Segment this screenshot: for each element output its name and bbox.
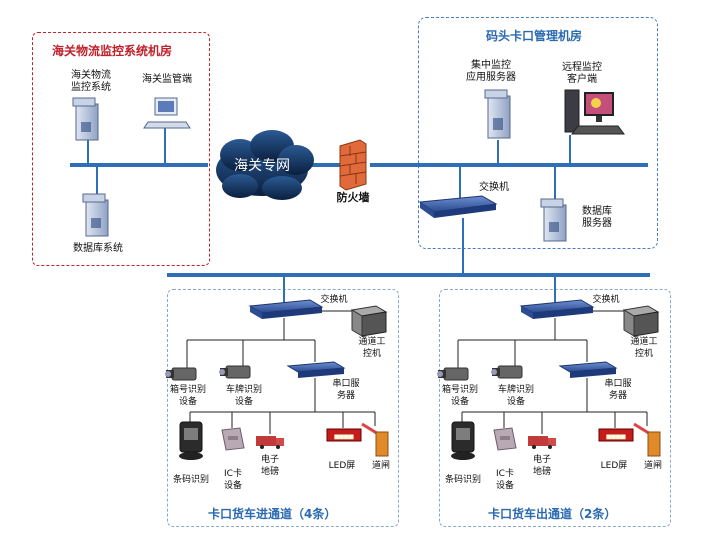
- database-system-server-icon: [82, 193, 109, 237]
- lane-in-ic-card-icon: [221, 427, 245, 451]
- lane-out-box-camera-icon: [437, 367, 469, 381]
- lane-in-box-id-label: 箱号识别 设备: [169, 385, 206, 407]
- database-system-label: 数据库系统: [73, 243, 123, 254]
- lane-out-ic-card-icon: [493, 427, 517, 451]
- lane-out-plate-id-label: 车牌识别 设备: [497, 385, 534, 407]
- dock-room-title: 码头卡口管理机房: [486, 29, 583, 43]
- lane-in-scale-truck-icon: [256, 436, 284, 449]
- firewall-label: 防火墙: [336, 191, 370, 204]
- lane-wires: [186, 310, 648, 434]
- customs-room-box: [32, 32, 210, 266]
- lane-in-control-pc-label: 通道工 控机: [358, 337, 386, 359]
- lane-out-scale-truck-icon: [528, 436, 556, 449]
- lane-out-control-pc-icon: [622, 305, 660, 337]
- lane-out-switch-icon: [519, 299, 595, 319]
- db-server-label: 数据库 服务器: [582, 206, 612, 229]
- lane-out-led-screen-icon: ■■■■: [598, 428, 634, 442]
- svg-text:■■■■: ■■■■: [334, 432, 353, 441]
- lane-out-gate-icon: [633, 422, 661, 457]
- lane-in-switch-label: 交换机: [320, 295, 348, 305]
- cloud-label: 海关专网: [234, 158, 290, 174]
- cloud-icon: [216, 130, 314, 200]
- customs-room-title: 海关物流监控系统机房: [52, 44, 173, 58]
- supervision-terminal-label: 海关监管端: [142, 74, 192, 85]
- central-server-icon: [484, 89, 511, 139]
- dock-switch-label: 交换机: [479, 182, 509, 193]
- lane-out-scale-label: 电子 地磅: [532, 455, 551, 477]
- lane-out-title: 卡口货车出通道（2条）: [488, 507, 617, 521]
- network-branches: [87, 128, 571, 304]
- lane-in-box-camera-icon: [165, 367, 197, 381]
- lane-in-led-label: LED屏: [328, 461, 356, 471]
- lane-in-barcode-scanner-icon: [179, 421, 203, 460]
- lane-out-barcode-label: 条码识别: [444, 475, 481, 485]
- firewall-icon: [339, 139, 367, 191]
- remote-client-icon: [564, 89, 625, 135]
- lane-out-plate-camera-icon: [491, 365, 523, 379]
- lane-in-scale-label: 电子 地磅: [260, 455, 279, 477]
- lane-in-led-screen-icon: ■■■■: [326, 428, 362, 442]
- dock-room-box: [418, 17, 658, 249]
- lane-in-barcode-label: 条码识别: [172, 475, 209, 485]
- lane-in-gate-label: 道闸: [371, 461, 390, 471]
- lane-in-title: 卡口货车进通道（4条）: [208, 507, 337, 521]
- network-lines: [70, 163, 650, 277]
- lane-out-serial-server-icon: [558, 361, 618, 378]
- lane-in-switch-icon: [248, 299, 324, 319]
- remote-client-label: 远程监控 客户端: [562, 62, 602, 85]
- lane-out-control-pc-label: 通道工 控机: [630, 337, 658, 359]
- lane-in-plate-id-label: 车牌识别 设备: [225, 385, 262, 407]
- lane-in-gate-icon: [361, 422, 389, 457]
- lane-out-barcode-scanner-icon: [451, 421, 475, 460]
- db-server-icon: [540, 198, 567, 242]
- lane-in-serial-server-label: 串口服 务器: [332, 379, 360, 401]
- central-server-label: 集中监控 应用服务器: [466, 60, 516, 83]
- lane-out-ic-card-label: IC卡 设备: [495, 469, 514, 491]
- lane-in-control-pc-icon: [350, 305, 388, 337]
- lane-out-gate-label: 道闸: [643, 461, 662, 471]
- lane-out-serial-server-label: 串口服 务器: [604, 379, 632, 401]
- lane-in-serial-server-icon: [286, 361, 346, 378]
- lane-out-led-label: LED屏: [600, 461, 628, 471]
- dock-switch-icon: [418, 195, 498, 218]
- supervision-terminal-icon: [143, 97, 191, 129]
- lane-out-switch-label: 交换机: [592, 295, 620, 305]
- lane-in-ic-card-label: IC卡 设备: [223, 469, 242, 491]
- monitor-system-server-icon: [72, 97, 99, 141]
- lane-out-box-id-label: 箱号识别 设备: [441, 385, 478, 407]
- svg-text:■■■■: ■■■■: [606, 432, 625, 441]
- monitor-system-label: 海关物流 监控系统: [71, 70, 111, 93]
- lane-in-plate-camera-icon: [219, 365, 251, 379]
